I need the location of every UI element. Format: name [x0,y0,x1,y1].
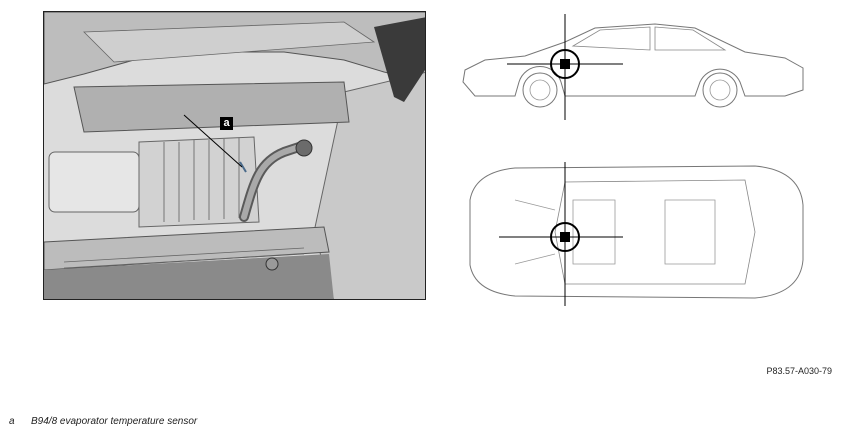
car-top-outline [469,162,804,306]
car-top-view [455,160,810,306]
legend-key: a [9,416,15,427]
car-side-view [455,12,810,124]
legend: a B94/8 evaporator temperature sensor [9,416,197,427]
legend-text: B94/8 evaporator temperature sensor [31,416,198,427]
detail-illustration: a [43,11,426,300]
figure-code: P83.57-A030-79 [766,366,832,376]
callout-a-label: a [220,117,233,130]
dashboard-interior-drawing [44,12,425,299]
car-side-outline [462,14,804,120]
